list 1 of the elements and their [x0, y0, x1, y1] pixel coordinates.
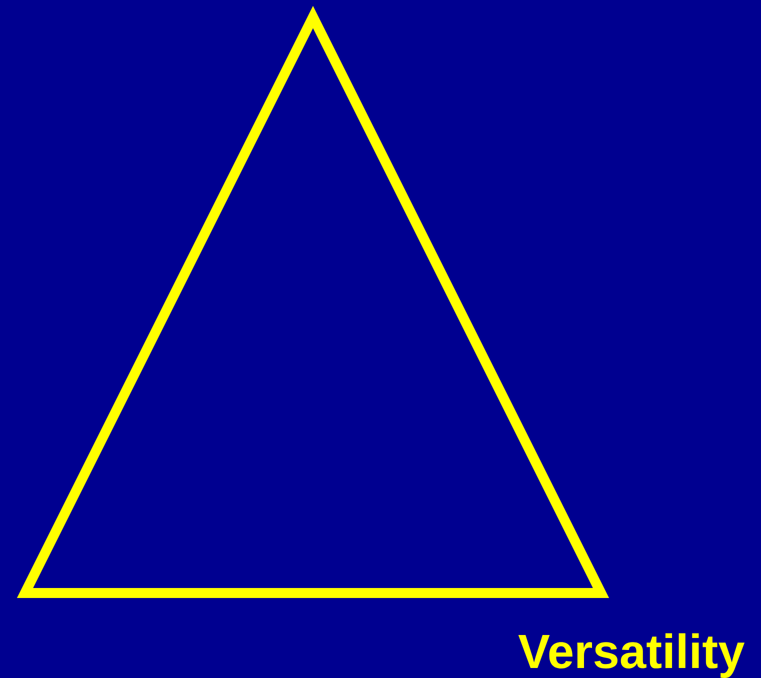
axis-label: Versatility	[518, 633, 745, 678]
